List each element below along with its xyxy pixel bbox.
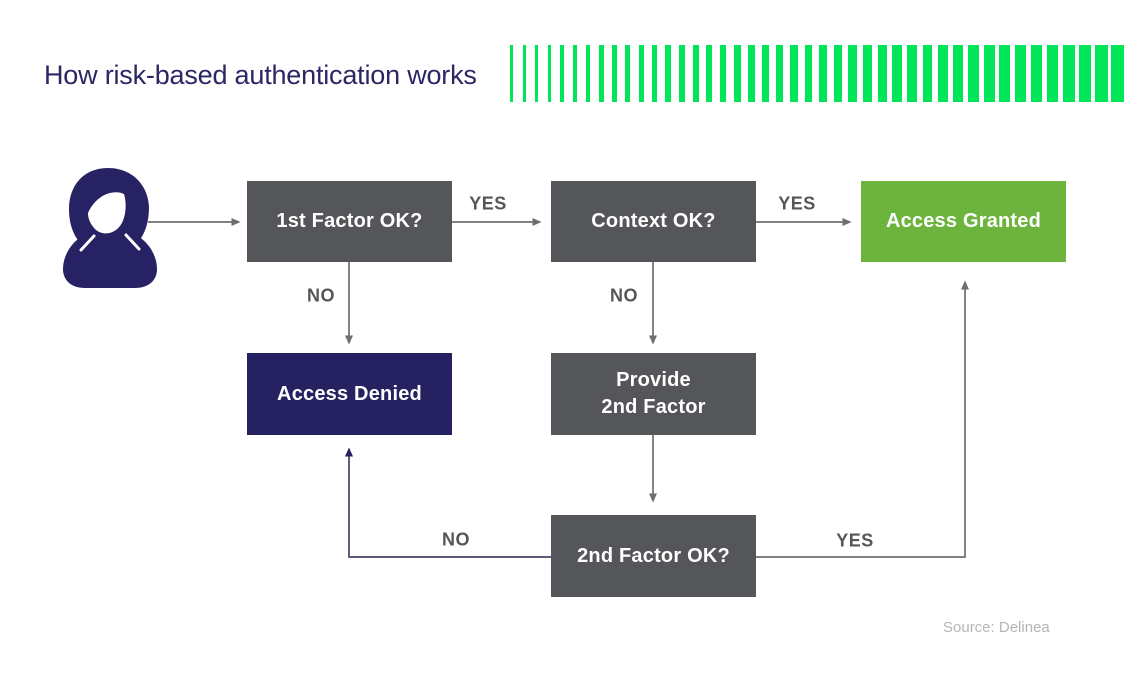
decorative-bar bbox=[573, 45, 578, 102]
decorative-bar bbox=[892, 45, 902, 102]
decorative-bar bbox=[953, 45, 964, 102]
decorative-bar bbox=[937, 45, 948, 102]
decorative-bar bbox=[625, 45, 631, 102]
edge-label-second-yes: YES bbox=[836, 530, 874, 551]
decorative-bar bbox=[1078, 45, 1092, 102]
decorative-bar bbox=[733, 45, 741, 102]
decorative-bar bbox=[560, 45, 565, 102]
decorative-bar bbox=[678, 45, 685, 102]
node-first-factor-label: 1st Factor OK? bbox=[276, 210, 423, 232]
decorative-bar bbox=[692, 45, 699, 102]
node-access-denied-label: Access Denied bbox=[277, 382, 422, 405]
edge-label-second-no: NO bbox=[442, 529, 470, 550]
decorative-bar bbox=[1046, 45, 1059, 102]
source-attribution: Source: Delinea bbox=[943, 619, 1050, 636]
decorative-bar bbox=[599, 45, 604, 102]
decorative-bar bbox=[907, 45, 917, 102]
node-context: Context OK? bbox=[551, 181, 756, 262]
edge-label-first-no: NO bbox=[307, 285, 335, 306]
decorative-bar bbox=[761, 45, 769, 102]
decorative-bar bbox=[862, 45, 872, 102]
decorative-bar bbox=[804, 45, 813, 102]
decorative-bar bbox=[535, 45, 539, 102]
user-face-shape bbox=[88, 192, 126, 234]
decorative-bar bbox=[819, 45, 828, 102]
node-access-granted: Access Granted bbox=[861, 181, 1066, 262]
user-neck-gap-right bbox=[124, 233, 141, 251]
decorative-bar bbox=[1015, 45, 1027, 102]
decorative-bar bbox=[848, 45, 857, 102]
decorative-bar bbox=[1062, 45, 1075, 102]
user-icon bbox=[62, 168, 158, 288]
decorative-green-bars bbox=[510, 45, 1125, 102]
node-second-factor-label: 2nd Factor OK? bbox=[577, 544, 730, 567]
decorative-bar bbox=[612, 45, 617, 102]
decorative-bar bbox=[720, 45, 727, 102]
decorative-bar bbox=[968, 45, 979, 102]
node-first-factor: 1st Factor OK? bbox=[247, 181, 452, 262]
edge-label-context-no: NO bbox=[610, 285, 638, 306]
user-neck-gap-left bbox=[79, 234, 96, 252]
decorative-bar bbox=[665, 45, 671, 102]
page-title: How risk-based authentication works bbox=[44, 60, 477, 90]
node-provide-second-factor-line1: Provide bbox=[616, 369, 691, 391]
decorative-bar bbox=[1111, 45, 1125, 102]
decorative-bar bbox=[922, 45, 933, 102]
wire-second-factor-no-to-denied bbox=[345, 447, 551, 558]
decorative-bar bbox=[1030, 45, 1043, 102]
decorative-bar bbox=[586, 45, 591, 102]
decorative-bar bbox=[522, 45, 526, 102]
decorative-bar bbox=[776, 45, 784, 102]
edge-label-first-yes: YES bbox=[469, 193, 507, 214]
decorative-bar bbox=[983, 45, 995, 102]
wire-second-factor-yes-to-granted bbox=[756, 280, 969, 558]
node-access-denied: Access Denied bbox=[247, 353, 452, 435]
decorative-bar bbox=[510, 45, 513, 102]
decorative-bar bbox=[877, 45, 887, 102]
decorative-bar bbox=[833, 45, 842, 102]
node-second-factor: 2nd Factor OK? bbox=[551, 515, 756, 597]
node-access-granted-label: Access Granted bbox=[885, 210, 1042, 232]
edge-label-context-yes: YES bbox=[778, 193, 816, 214]
decorative-bar bbox=[706, 45, 713, 102]
decorative-bar bbox=[999, 45, 1011, 102]
decorative-bar bbox=[1095, 45, 1108, 102]
decorative-bar bbox=[747, 45, 755, 102]
node-provide-second-factor-line2: 2nd Factor bbox=[601, 396, 706, 418]
node-provide-second-factor: Provide 2nd Factor bbox=[551, 353, 756, 435]
decorative-bar bbox=[790, 45, 798, 102]
decorative-bar bbox=[547, 45, 552, 102]
node-context-label: Context OK? bbox=[591, 210, 716, 232]
decorative-bar bbox=[638, 45, 644, 102]
decorative-bar bbox=[652, 45, 658, 102]
